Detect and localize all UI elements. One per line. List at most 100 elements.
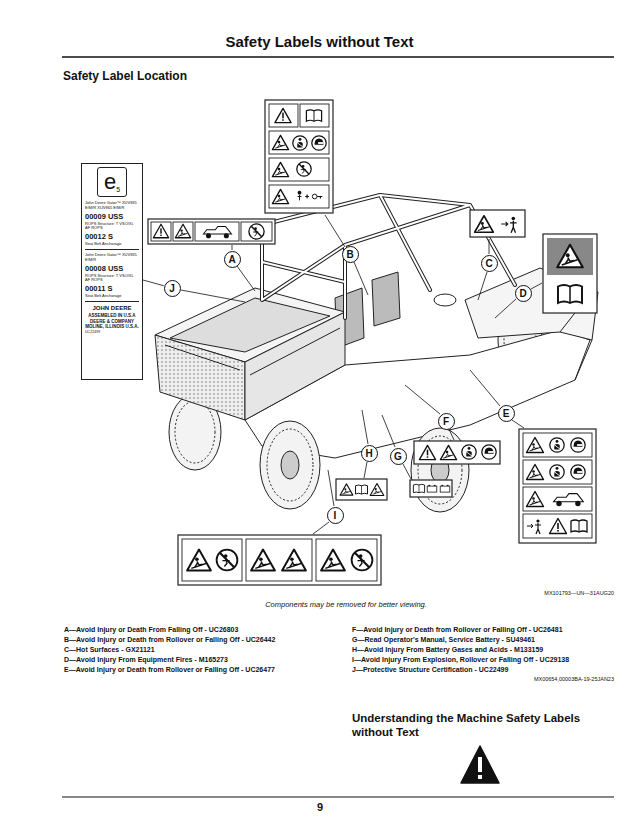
safety-label-a <box>151 222 171 241</box>
label-key-item: D—Avoid Injury From Equipment Fires - M1… <box>64 655 228 664</box>
leader-line <box>181 290 245 302</box>
leader-line <box>449 429 454 440</box>
utility-vehicle <box>260 421 320 509</box>
safety-label-i <box>352 550 373 571</box>
e-mark-letter: e <box>104 171 116 193</box>
safety-label-e <box>550 438 564 452</box>
safety-label-a <box>203 226 231 238</box>
label-key-item: I—Avoid Injury From Explosion, Rollover … <box>352 655 569 664</box>
callout-letter: I <box>327 507 344 524</box>
safety-label-g <box>410 480 452 497</box>
callout-letter: G <box>390 448 407 465</box>
page-rule <box>62 56 614 58</box>
safety-label-b <box>272 162 288 176</box>
callout-letter-text: B <box>343 247 358 262</box>
label-key-item: C—Hot Surfaces - GX21121 <box>64 645 155 654</box>
page-rule <box>62 57 614 797</box>
safety-label-f <box>462 445 476 459</box>
leader-line <box>328 470 334 506</box>
utility-vehicle <box>175 401 215 463</box>
safety-label-a <box>175 224 190 238</box>
safety-label-c <box>470 210 525 237</box>
safety-label-e <box>571 520 587 532</box>
safety-label-a <box>173 222 193 241</box>
safety-label-a <box>153 224 168 238</box>
label-small-text: ROPS Structure: T VSO/XL AF ROPS <box>85 222 139 232</box>
reference-id: MX00654,00003BA-19-25JAN23 <box>450 676 614 683</box>
callout-letter-text: H <box>362 446 377 461</box>
safety-label-i <box>246 539 312 581</box>
label-part-number: UC22499 <box>85 330 139 334</box>
safety-label-f <box>419 445 435 459</box>
callout-letter-text: A <box>225 252 240 267</box>
label-key-item: A—Avoid Injury or Death From Falling Off… <box>64 625 238 634</box>
utility-vehicle <box>267 429 313 501</box>
safety-label-e <box>523 460 592 484</box>
safety-label-h <box>336 479 387 500</box>
safety-label-e <box>519 429 596 543</box>
safety-label-h <box>370 484 384 496</box>
leader-line <box>470 370 500 406</box>
safety-label-g <box>410 480 452 497</box>
callout-letter-text: D <box>516 286 531 301</box>
safety-label-c <box>501 217 516 233</box>
leader-line <box>181 215 542 534</box>
safety-label-a <box>249 224 264 239</box>
leader-line <box>354 262 368 295</box>
leader-line <box>362 410 368 444</box>
safety-label-b <box>265 100 333 213</box>
label-small-text: ROPS Structure: T VSO/XL AF ROPS <box>85 274 139 284</box>
safety-label-b <box>293 136 307 150</box>
label-address: ASSEMBLED IN U.S.A DEERE & COMPANY MOLIN… <box>85 313 139 329</box>
callout-letter-text: C <box>482 256 497 271</box>
utility-vehicle <box>281 451 299 479</box>
safety-label-e <box>527 519 541 534</box>
utility-vehicle <box>245 312 345 420</box>
leader-line <box>237 266 255 291</box>
safety-label-b <box>306 110 321 121</box>
safety-label-f <box>440 445 456 459</box>
safety-label-g <box>440 485 450 492</box>
safety-label-e <box>571 438 585 452</box>
leader-line <box>531 283 542 289</box>
safety-label-e <box>554 494 584 507</box>
safety-label-i <box>282 550 306 571</box>
safety-label-i <box>217 550 238 571</box>
safety-label-b <box>269 185 329 208</box>
safety-label-b <box>275 108 291 122</box>
page-number: 9 <box>300 801 340 814</box>
utility-vehicle <box>372 272 400 326</box>
callout-letter-text: I <box>328 508 343 523</box>
leader-line <box>403 464 411 479</box>
callout-letter-text: J <box>165 281 180 296</box>
callout-letter-text: F <box>439 414 454 429</box>
safety-label-f <box>414 441 500 464</box>
safety-label-g <box>413 484 424 492</box>
safety-label-f <box>482 445 496 459</box>
safety-label-a <box>195 222 239 241</box>
safety-label-b <box>269 104 298 127</box>
callout-letter: J <box>164 280 181 297</box>
safety-label-i <box>182 539 242 581</box>
safety-label-a <box>241 222 272 241</box>
safety-label-b <box>269 131 329 154</box>
label-small-text: Seat Belt Anchorage <box>85 242 139 250</box>
safety-label-d <box>543 234 597 313</box>
leader-line <box>382 415 395 447</box>
safety-label-g <box>427 485 437 492</box>
safety-label-b <box>265 100 333 213</box>
safety-label-i <box>178 535 381 585</box>
safety-label-f <box>414 441 500 464</box>
label-key-item: F—Avoid Injury or Death from Rollover or… <box>352 625 563 634</box>
safety-label-b <box>272 189 288 203</box>
safety-label-e <box>571 465 585 479</box>
page-title: Safety Labels without Text <box>0 33 639 51</box>
safety-label-e <box>527 492 544 507</box>
safety-label-d <box>543 234 597 313</box>
label-number: 00009 USS <box>85 212 139 221</box>
leader-line <box>232 245 233 250</box>
safety-label-e <box>550 465 564 479</box>
leader-line <box>364 462 367 478</box>
